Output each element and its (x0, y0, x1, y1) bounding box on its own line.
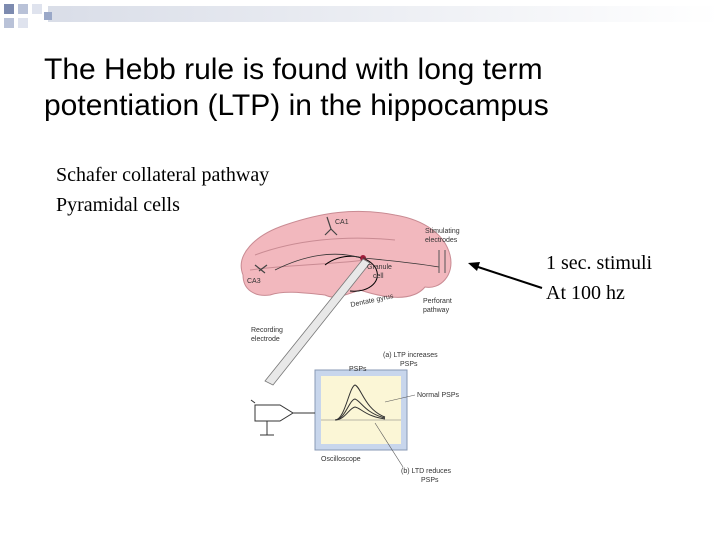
trace-ltp (334, 384, 386, 421)
header-decoration (4, 4, 720, 28)
annotation-line-2: At 100 hz (546, 282, 625, 304)
body-line-2: Pyramidal cells (56, 194, 180, 216)
label-recording-1: Recording (251, 327, 283, 334)
amplifier-symbol (254, 404, 294, 422)
label-oscilloscope: Oscilloscope (321, 456, 361, 463)
oscilloscope: PSPs (314, 366, 408, 451)
label-dentate: Dentate gyrus (350, 293, 395, 309)
trace-ltd (334, 406, 386, 421)
label-granule-1: Granule (367, 264, 392, 271)
slide-title: The Hebb rule is found with long term po… (44, 52, 704, 124)
annotation-line-1: 1 sec. stimuli (546, 252, 653, 274)
label-perforant-2: pathway (423, 307, 450, 314)
label-ltd-2: PSPs (421, 477, 439, 484)
label-ltp-1: (a) LTP increases (383, 352, 438, 359)
body-line-1: Schafer collateral pathway (56, 164, 270, 186)
label-ca3: CA3 (247, 278, 261, 285)
label-stimulating-2: electrodes (425, 237, 458, 244)
ca1-neuron (324, 216, 338, 236)
label-ltp-2: PSPs (400, 361, 418, 368)
label-granule-2: cell (373, 273, 384, 280)
label-ltd-1: (b) LTD reduces (401, 468, 452, 475)
title-line-1: The Hebb rule is found with long term (44, 53, 543, 86)
ca3-neuron (254, 264, 268, 274)
label-psps: PSPs (349, 366, 367, 373)
label-ca1: CA1 (335, 219, 349, 226)
recording-electrode (264, 258, 371, 386)
hippocampus-shape (240, 210, 452, 298)
label-recording-2: electrode (251, 336, 280, 343)
label-normal-psps: Normal PSPs (417, 392, 460, 399)
hippocampus-diagram: CA1 CA3 Stimulating electrodes Granule c… (240, 210, 460, 484)
title-line-2: potentiation (LTP) in the hippocampus (44, 89, 549, 122)
label-stimulating-1: Stimulating (425, 228, 460, 235)
label-perforant-1: Perforant (423, 298, 452, 305)
trace-normal (334, 398, 386, 421)
